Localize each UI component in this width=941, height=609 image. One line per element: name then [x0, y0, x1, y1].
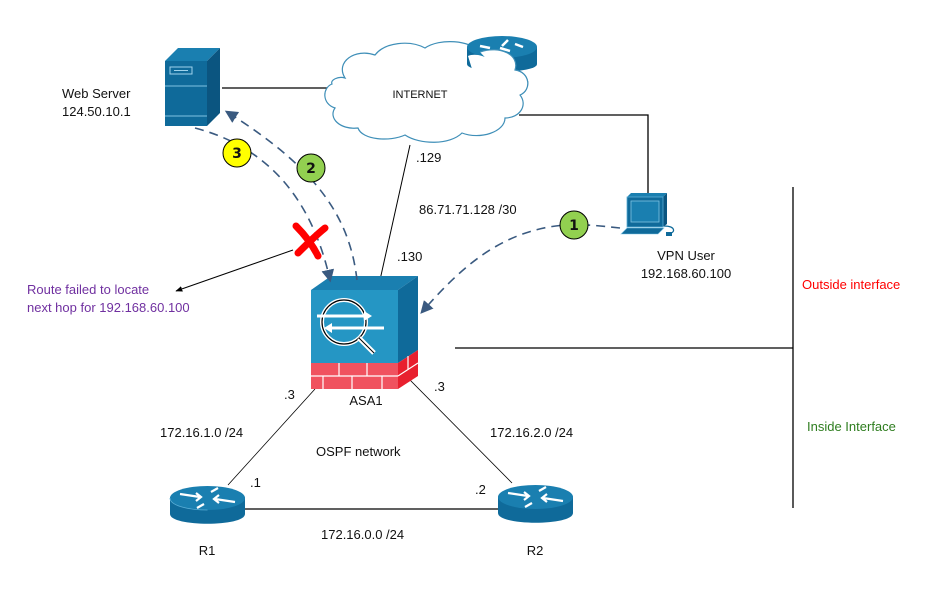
asa-r1-network-label: 172.16.1.0 /24: [160, 425, 244, 440]
asa-r2-asa-side-ip: .3: [434, 379, 445, 394]
step-number-3: 3: [232, 146, 242, 162]
link-asa-r1: [227, 388, 316, 486]
vpn-user-ip: 192.168.60.100: [640, 266, 732, 281]
r1-r2-network-label: 172.16.0.0 /24: [321, 527, 405, 542]
server-icon: [165, 48, 220, 126]
asa-r1-r1-side-ip: .1: [250, 475, 261, 490]
inside-interface-label: Inside Interface: [807, 419, 896, 434]
outside-interface-label: Outside interface: [802, 277, 901, 292]
vpn-user-name: VPN User: [657, 248, 715, 263]
x-mark-icon: [292, 222, 329, 260]
asa-r2-r2-side-ip: .2: [475, 482, 486, 497]
outside-internet-side-ip: .129: [416, 150, 442, 165]
firewall-icon: [311, 276, 419, 389]
link-internet-asa: [379, 144, 411, 281]
failure-note-line2: next hop for 192.168.60.100: [27, 300, 190, 315]
failure-pointer-arrow: [175, 249, 294, 292]
asa-r2-network-label: 172.16.2.0 /24: [490, 425, 574, 440]
outside-asa-side-ip: .130: [397, 249, 423, 264]
link-asa-r2: [409, 379, 513, 484]
workstation-icon: [620, 193, 675, 236]
web-server-name: Web Server: [62, 86, 131, 101]
link-internet-vpnuser: [519, 114, 649, 193]
flow-arrow-3: [194, 127, 335, 283]
flow-arrow-2: [224, 110, 358, 281]
asa-name: ASA1: [349, 393, 383, 408]
router-r2-icon: [498, 485, 573, 523]
asa-r1-asa-side-ip: .3: [284, 387, 295, 402]
internet-label: INTERNET: [393, 89, 448, 101]
outside-network-label: 86.71.71.128 /30: [419, 202, 517, 217]
step-badge-3: 3: [222, 138, 252, 168]
router-r1-icon: [169, 486, 245, 524]
flow-arrow-1: [420, 223, 621, 314]
r1-name: R1: [198, 543, 216, 558]
step-badge-1: 1: [559, 210, 589, 240]
r2-name: R2: [526, 543, 544, 558]
ospf-area-label: OSPF network: [316, 444, 401, 459]
failure-note-line1: Route failed to locate: [27, 282, 150, 297]
web-server-ip: 124.50.10.1: [62, 104, 131, 119]
step-badge-2: 2: [296, 153, 326, 183]
step-number-2: 2: [306, 161, 316, 177]
step-number-1: 1: [569, 218, 579, 234]
